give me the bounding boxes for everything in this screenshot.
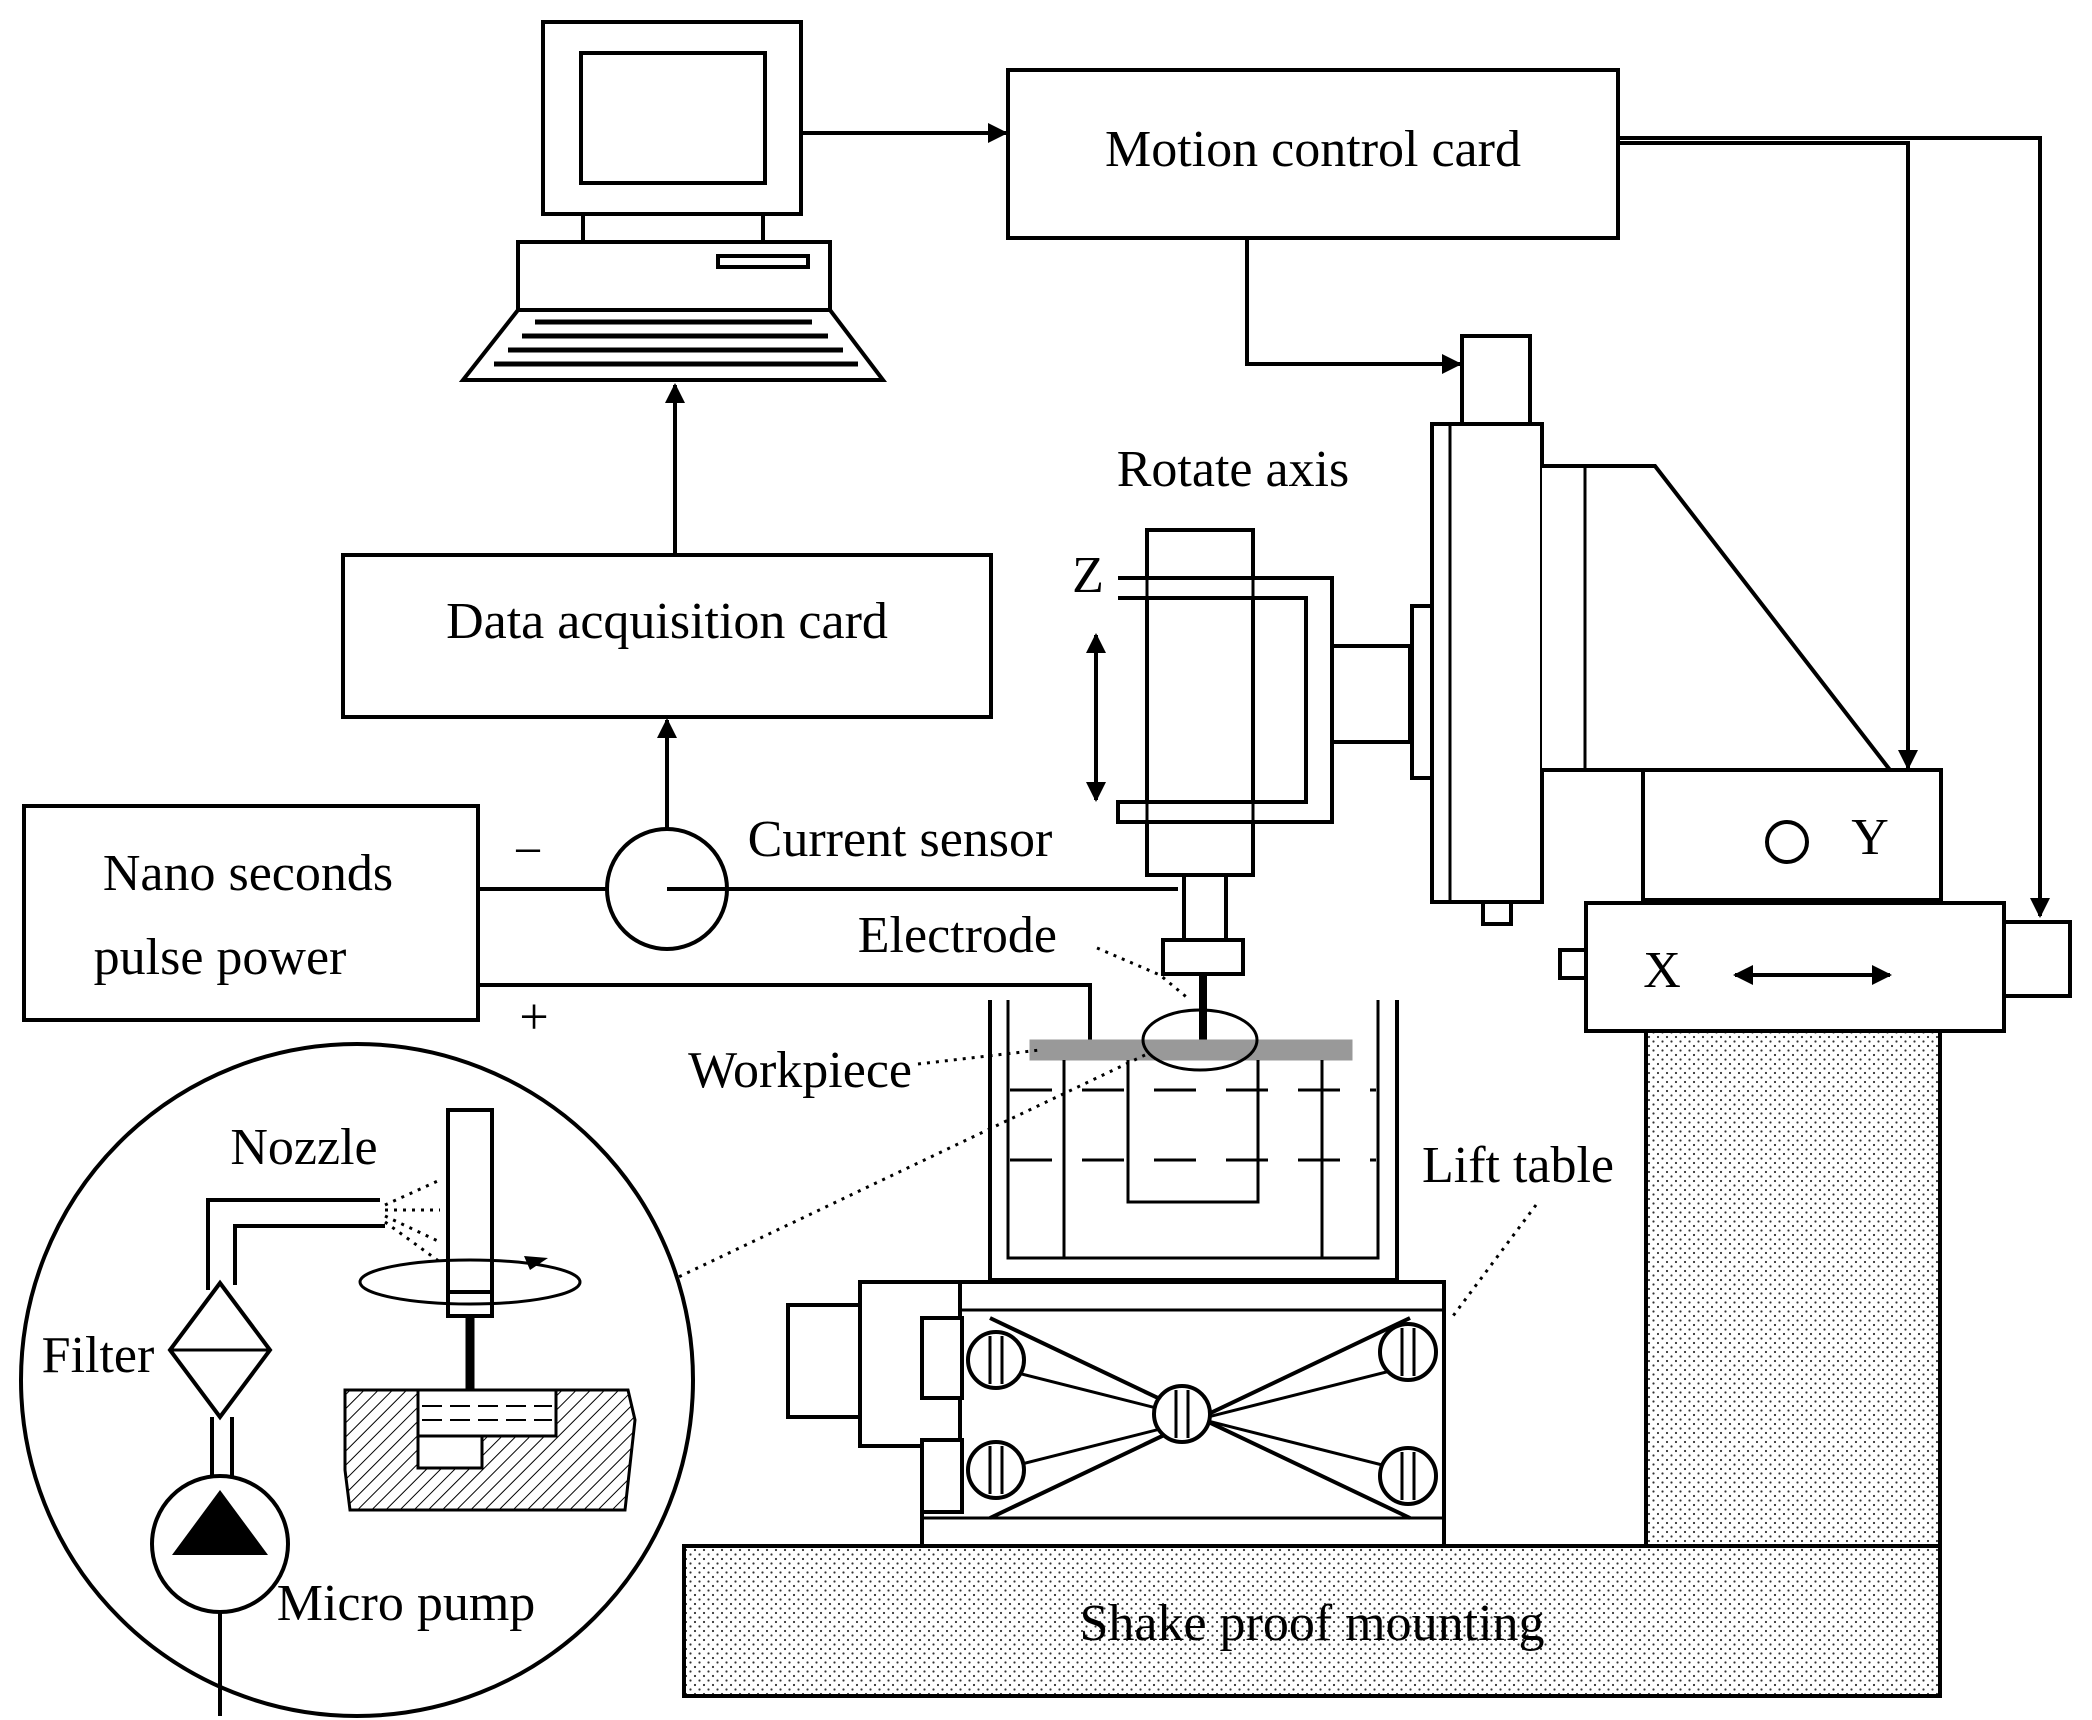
monitor-stand	[581, 212, 765, 244]
scissor-pivot	[1152, 1384, 1212, 1444]
lift-table-leader	[1448, 1204, 1538, 1321]
data-acquisition-card-label: Data acquisition card	[446, 593, 888, 650]
column-arm	[1542, 464, 1895, 772]
micro-hole	[416, 1434, 484, 1470]
arrow-motion-card-to-z-motor	[1245, 238, 1462, 374]
filter-label: Filter	[42, 1327, 155, 1384]
rotate-axis-label: Rotate axis	[1117, 441, 1350, 498]
shake-proof-mounting: Shake proof mounting	[682, 1544, 1942, 1698]
lift-handle-knob	[786, 1303, 862, 1419]
lift-table	[786, 1280, 1446, 1548]
z-slide-bracket	[1116, 576, 1334, 824]
pulse-power-label-line2: pulse power	[94, 929, 347, 986]
work-tank	[988, 1000, 1399, 1282]
motion-control-card: Motion control card	[1006, 68, 1620, 240]
z-carriage-plate	[1410, 604, 1434, 780]
rotation-arrowhead	[524, 1256, 548, 1270]
x-end-cap	[1558, 948, 1588, 980]
workpiece	[1029, 1039, 1353, 1061]
pillar	[1644, 1029, 1942, 1548]
motion-control-card-label: Motion control card	[1105, 121, 1521, 178]
nozzle-pipe-outer	[206, 1198, 380, 1290]
y-axis-label: Y	[1851, 809, 1889, 866]
machined-cavity	[416, 1388, 558, 1438]
disk-drive-slot	[716, 254, 810, 269]
pump-triangle	[172, 1490, 268, 1555]
y-axis-marker	[1765, 820, 1809, 864]
electrode-label: Electrode	[858, 907, 1057, 964]
inset-spindle	[446, 1108, 494, 1312]
detail-highlight-ellipse	[1141, 1008, 1259, 1072]
keyboard-keys	[494, 319, 858, 367]
nano-seconds-pulse-power: Nano seconds pulse power	[22, 804, 480, 1022]
computer-case	[516, 240, 832, 312]
z-motor	[1460, 334, 1532, 428]
scissor-pivot	[966, 1330, 1026, 1390]
pulse-power-label-line1: Nano seconds	[103, 845, 393, 902]
shake-proof-mounting-label: Shake proof mounting	[1079, 1595, 1544, 1652]
z-axis-spindle	[1116, 528, 1412, 1040]
z-axis-label: Z	[1072, 547, 1104, 604]
x-axis-stage: X	[1558, 901, 2072, 1033]
computer	[458, 20, 888, 382]
rotation-ellipse	[358, 1258, 582, 1306]
monitor-screen	[579, 51, 767, 185]
nozzle-pipe-inner	[233, 1224, 385, 1285]
positive-terminal-sign: +	[519, 989, 548, 1046]
x-motor	[2002, 920, 2072, 998]
arrow-motion-card-to-x-axis	[1618, 136, 2050, 918]
scissor-pivot	[966, 1440, 1026, 1500]
detail-inset	[19, 1042, 695, 1718]
workpiece-fixture-inner	[1126, 1060, 1260, 1204]
scissor-pivot	[1378, 1446, 1438, 1506]
electrode-chuck	[1161, 938, 1245, 976]
machine-column	[1410, 334, 1895, 926]
electrode-holder	[1182, 873, 1228, 942]
x-axis-label: X	[1643, 942, 1681, 999]
nozzle-spray	[384, 1178, 441, 1264]
workpiece-leader	[917, 1048, 1041, 1066]
negative-terminal-sign: −	[513, 823, 542, 880]
workpiece-label: Workpiece	[688, 1042, 912, 1099]
data-acquisition-card: Data acquisition card	[341, 553, 993, 719]
current-sensor-label: Current sensor	[748, 811, 1053, 868]
lift-table-label: Lift table	[1422, 1137, 1614, 1194]
arrow-motion-card-to-y-axis	[1618, 141, 1918, 770]
z-slide-arm	[1330, 644, 1412, 744]
rail-stop	[1481, 900, 1513, 926]
nozzle-label: Nozzle	[230, 1119, 377, 1176]
y-axis-stage: Y	[1641, 768, 1943, 902]
scissor-pivot	[1378, 1322, 1438, 1382]
positive-wire-to-workpiece	[478, 983, 1092, 1045]
micro-pump-label: Micro pump	[277, 1575, 536, 1632]
